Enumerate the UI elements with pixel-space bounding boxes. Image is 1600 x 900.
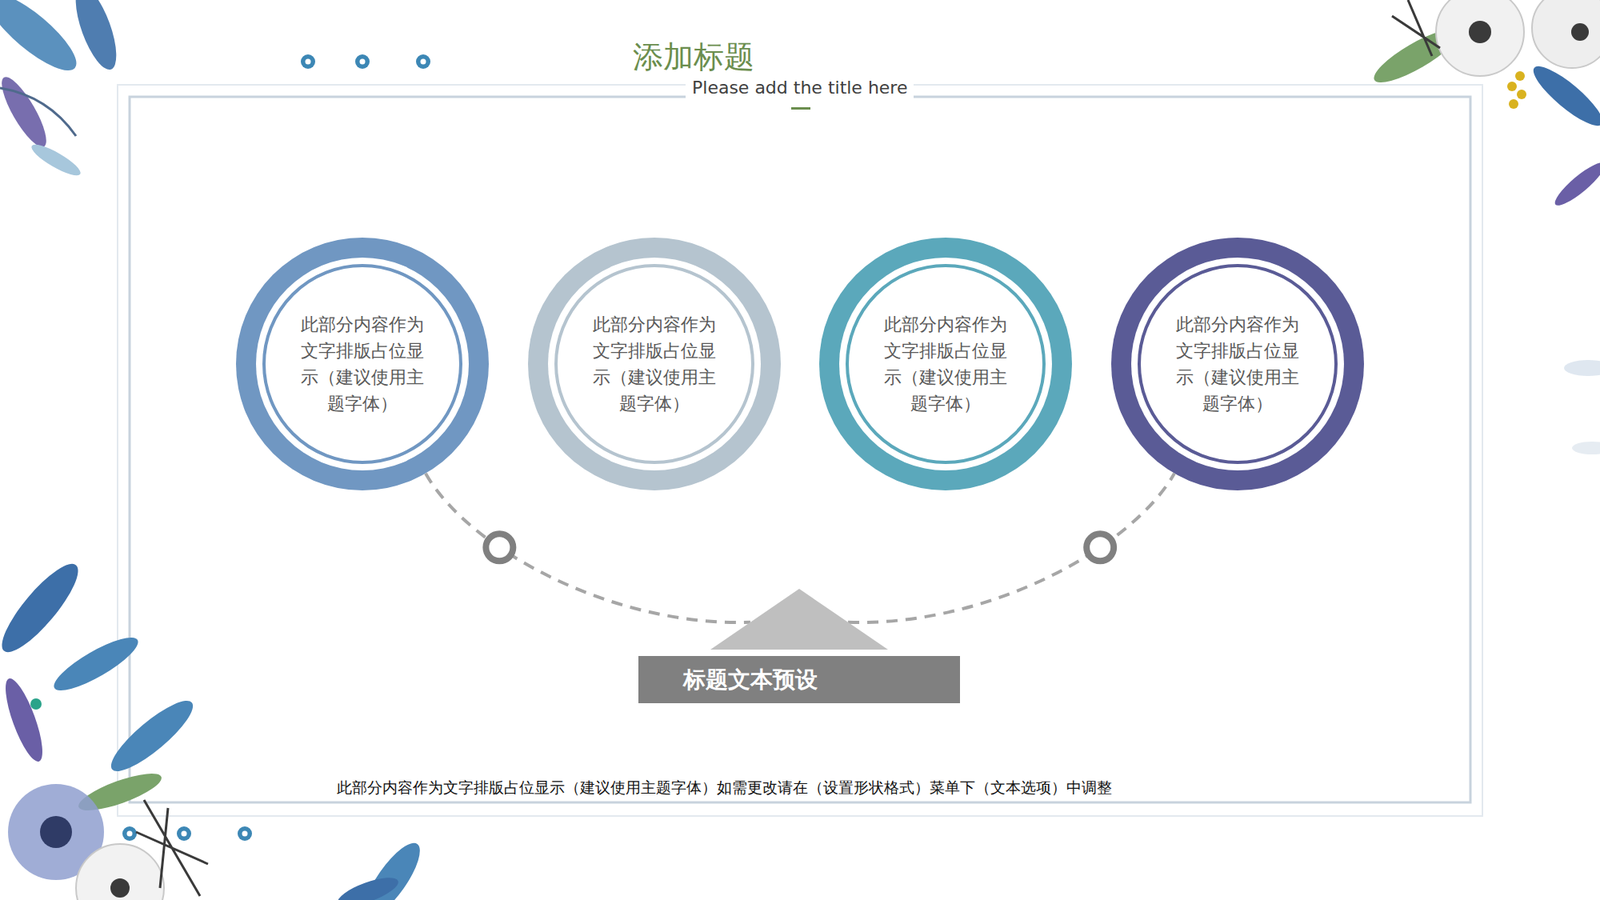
circle-shape bbox=[528, 237, 781, 491]
inner-disc bbox=[256, 257, 469, 471]
title-underline bbox=[791, 107, 811, 110]
ring-dot bbox=[485, 533, 513, 561]
title-box: 标题文本预设 bbox=[638, 588, 960, 704]
flowers-bottom-left bbox=[0, 555, 208, 900]
circle-text: 此部分内容作为文字排版占位显示（建议使用主题字体） bbox=[880, 311, 1012, 417]
circle-node: 此部分内容作为文字排版占位显示（建议使用主题字体） bbox=[1111, 237, 1364, 491]
circle-shape bbox=[1111, 237, 1364, 491]
circle-node: 此部分内容作为文字排版占位显示（建议使用主题字体） bbox=[528, 237, 781, 491]
triangle bbox=[710, 588, 888, 650]
inner-ring bbox=[1139, 265, 1336, 463]
circle-node: 此部分内容作为文字排版占位显示（建议使用主题字体） bbox=[819, 237, 1072, 491]
inner-disc bbox=[839, 257, 1052, 471]
title-holder: 添加标题 bbox=[632, 36, 755, 78]
inner-ring bbox=[847, 265, 1044, 463]
inner-disc bbox=[1131, 257, 1344, 471]
subtitle-holder: Please add the title here bbox=[685, 76, 914, 100]
ring-dot bbox=[1086, 533, 1114, 561]
circle-shape bbox=[236, 237, 489, 491]
circle-text: 此部分内容作为文字排版占位显示（建议使用主题字体） bbox=[1172, 311, 1304, 417]
flowers-top-right bbox=[1368, 0, 1600, 211]
dashed-connector bbox=[425, 473, 751, 623]
leaves-top-left bbox=[0, 0, 125, 180]
outer-ring bbox=[819, 237, 1072, 491]
circle-node: 此部分内容作为文字排版占位显示（建议使用主题字体） bbox=[236, 237, 489, 491]
title: 添加标题 bbox=[632, 36, 755, 78]
box-fill bbox=[638, 656, 960, 704]
outer-ring bbox=[528, 237, 781, 491]
outer-frame bbox=[117, 84, 1483, 816]
leaf-bottom bbox=[334, 836, 429, 900]
inner-ring bbox=[264, 265, 461, 463]
inner-frame bbox=[129, 96, 1471, 803]
outer-ring bbox=[1111, 237, 1364, 491]
inner-ring bbox=[556, 265, 753, 463]
circle-text: 此部分内容作为文字排版占位显示（建议使用主题字体） bbox=[588, 311, 721, 417]
subtitle: Please add the title here bbox=[685, 76, 914, 100]
dashed-connector bbox=[848, 473, 1175, 623]
outer-ring bbox=[236, 237, 489, 491]
circle-text: 此部分内容作为文字排版占位显示（建议使用主题字体） bbox=[296, 311, 429, 417]
leaves-right bbox=[1564, 360, 1600, 455]
footnote-holder: 此部分内容作为文字排版占位显示（建议使用主题字体）如需更改请在（设置形状格式）菜… bbox=[336, 778, 1112, 798]
box-text: 标题文本预设 bbox=[638, 656, 960, 704]
footnote: 此部分内容作为文字排版占位显示（建议使用主题字体）如需更改请在（设置形状格式）菜… bbox=[336, 778, 1112, 798]
inner-disc bbox=[548, 257, 761, 471]
circle-shape bbox=[819, 237, 1072, 491]
